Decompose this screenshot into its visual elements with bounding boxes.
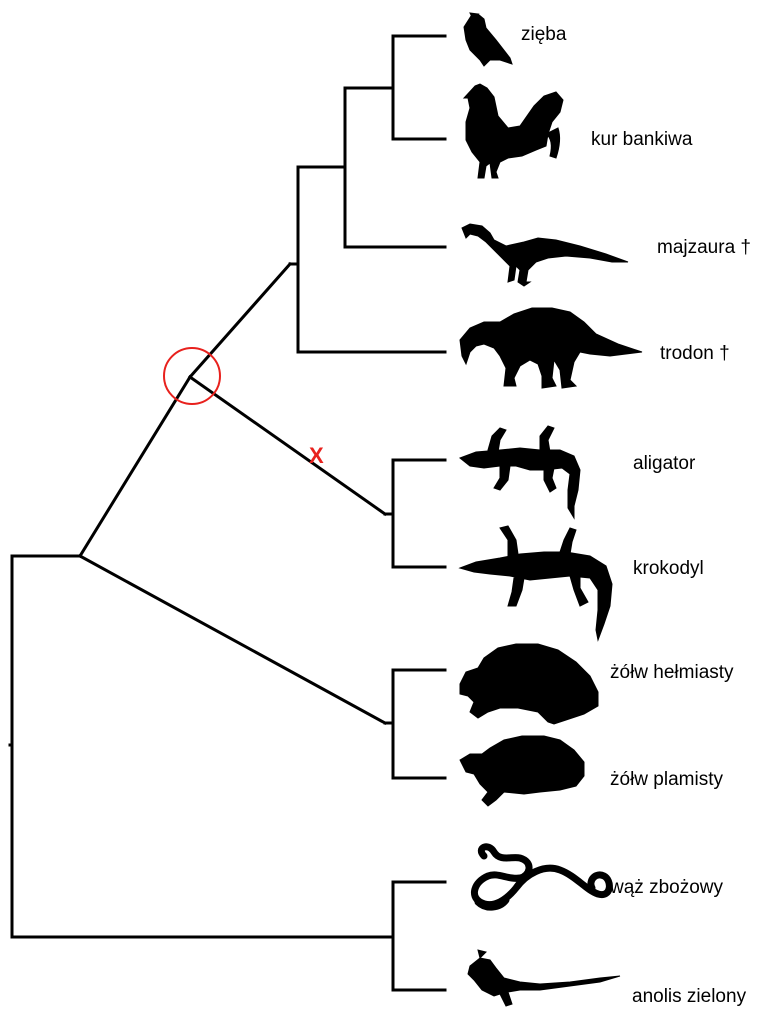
taxon-label-waz-zbozowy: wąż zbożowy [609, 877, 723, 898]
taxon-label-kur-bankiwa: kur bankiwa [591, 129, 693, 150]
green-anole-silhouette [468, 950, 620, 1006]
root-branch [10, 556, 390, 937]
branch-mark-x: X [309, 443, 324, 468]
dinosaur-node-branch [290, 167, 445, 352]
taxon-label-anolis-zielony: anolis zielony [632, 986, 747, 1007]
maiasaura-silhouette [462, 224, 628, 286]
turtle-node-branch [385, 670, 445, 778]
taxon-label-zieba: zięba [521, 24, 567, 45]
taxon-label-zolw-plamisty: żółw plamisty [610, 769, 723, 790]
dinosaur-stem-branch [190, 264, 290, 377]
crocodile-silhouette [460, 526, 612, 640]
corn-snake-silhouette [474, 847, 609, 907]
neornithes-node-branch [393, 36, 445, 139]
turtle-stem-branch [80, 556, 385, 723]
spotted-turtle-silhouette [460, 736, 584, 806]
squamate-node-branch [390, 882, 445, 990]
taxon-label-majzaura: majzaura † [657, 237, 751, 258]
taxon-labels: zięba kur bankiwa majzaura † trodon † al… [521, 24, 751, 1007]
crocodilian-stem-branch [190, 377, 385, 514]
taxon-label-trodon: trodon † [660, 343, 730, 364]
archosaur-stem-branch [80, 377, 190, 556]
troodon-silhouette [460, 308, 642, 388]
helmeted-turtle-silhouette [460, 644, 598, 724]
taxon-label-krokodyl: krokodyl [633, 558, 704, 579]
alligator-silhouette [460, 426, 580, 518]
tree-branches [10, 36, 445, 990]
taxon-label-aligator: aligator [633, 453, 696, 474]
taxon-label-zolw-helmiasty: żółw hełmiasty [610, 662, 734, 683]
bird-node-branch [345, 88, 445, 247]
rooster-silhouette [464, 84, 563, 178]
finch-silhouette [464, 13, 512, 66]
crocodilian-node-branch [385, 460, 445, 567]
